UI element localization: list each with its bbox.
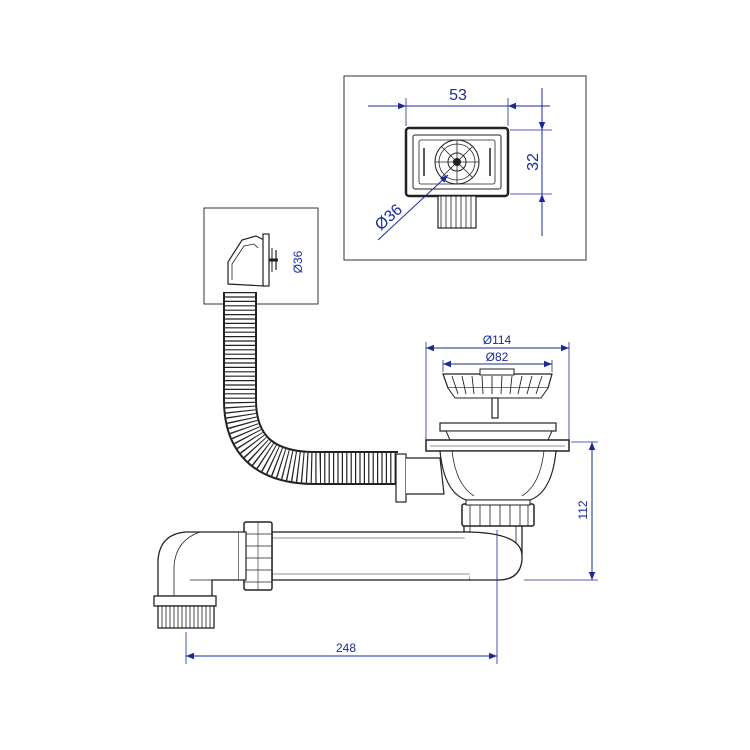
waste-body bbox=[395, 422, 570, 527]
dim-overflow-height: 32 bbox=[525, 153, 542, 171]
dim-overall-height: 112 bbox=[576, 500, 590, 519]
trap-pipe bbox=[153, 521, 523, 629]
strainer-basket bbox=[442, 368, 553, 419]
dim-strainer-inner: Ø82 bbox=[486, 350, 509, 364]
waste-nut bbox=[461, 503, 535, 527]
dim-overflow-width: 53 bbox=[449, 87, 467, 104]
overflow-hose bbox=[223, 292, 398, 486]
dim-overflow-side-diameter: Ø36 bbox=[291, 250, 305, 273]
detail-frame-overflow-front: 53 32 Ø36 bbox=[343, 75, 587, 261]
dim-strainer-outer: Ø114 bbox=[483, 333, 512, 347]
overflow-spigot bbox=[437, 195, 477, 229]
overall-length-dimension: 248 bbox=[185, 530, 498, 664]
strainer-dimensions: Ø114 Ø82 bbox=[425, 333, 570, 440]
dim-overall-length: 248 bbox=[336, 641, 356, 655]
overall-height-dimension: 112 bbox=[524, 441, 598, 581]
sink-flange bbox=[425, 439, 570, 452]
detail-frame-overflow-side: Ø36 bbox=[203, 207, 319, 305]
